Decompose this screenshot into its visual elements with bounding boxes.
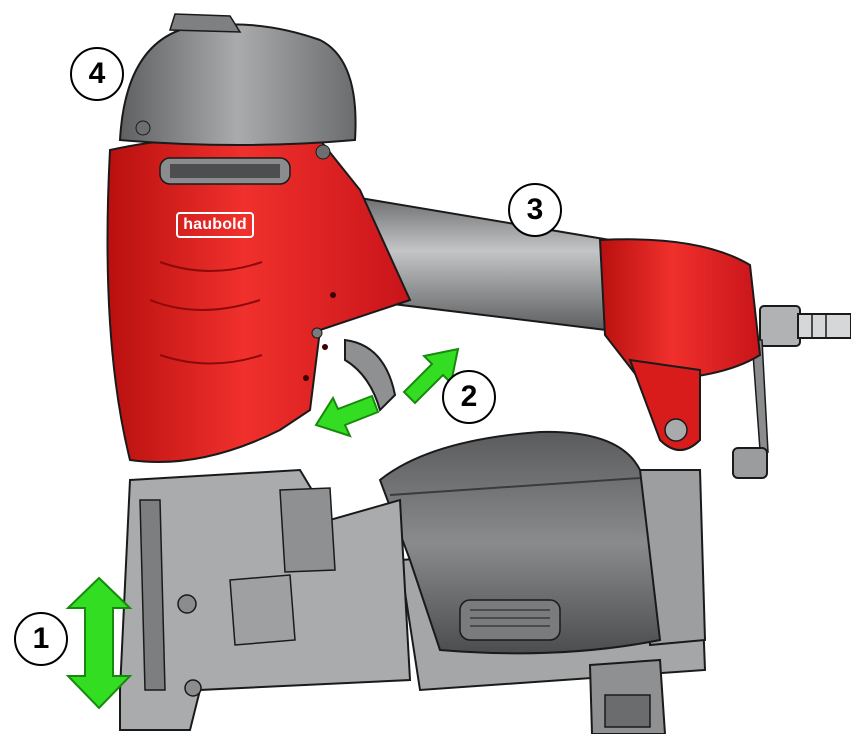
callout-1: 1	[14, 612, 68, 666]
trigger	[344, 338, 397, 412]
up-down-arrow-icon	[65, 576, 133, 710]
coil-magazine	[378, 430, 662, 655]
press-arrow-icon	[314, 394, 380, 438]
callout-3: 3	[508, 183, 562, 237]
brand-logo: haubold	[176, 212, 254, 238]
handle-tube	[359, 196, 612, 332]
air-fitting	[732, 305, 851, 479]
trigger-arrow-icon	[402, 347, 460, 405]
callout-2: 2	[442, 370, 496, 424]
rear-cap	[598, 238, 762, 451]
top-cap	[118, 13, 357, 185]
callout-4: 4	[70, 47, 124, 101]
nose-mechanism	[119, 468, 412, 731]
